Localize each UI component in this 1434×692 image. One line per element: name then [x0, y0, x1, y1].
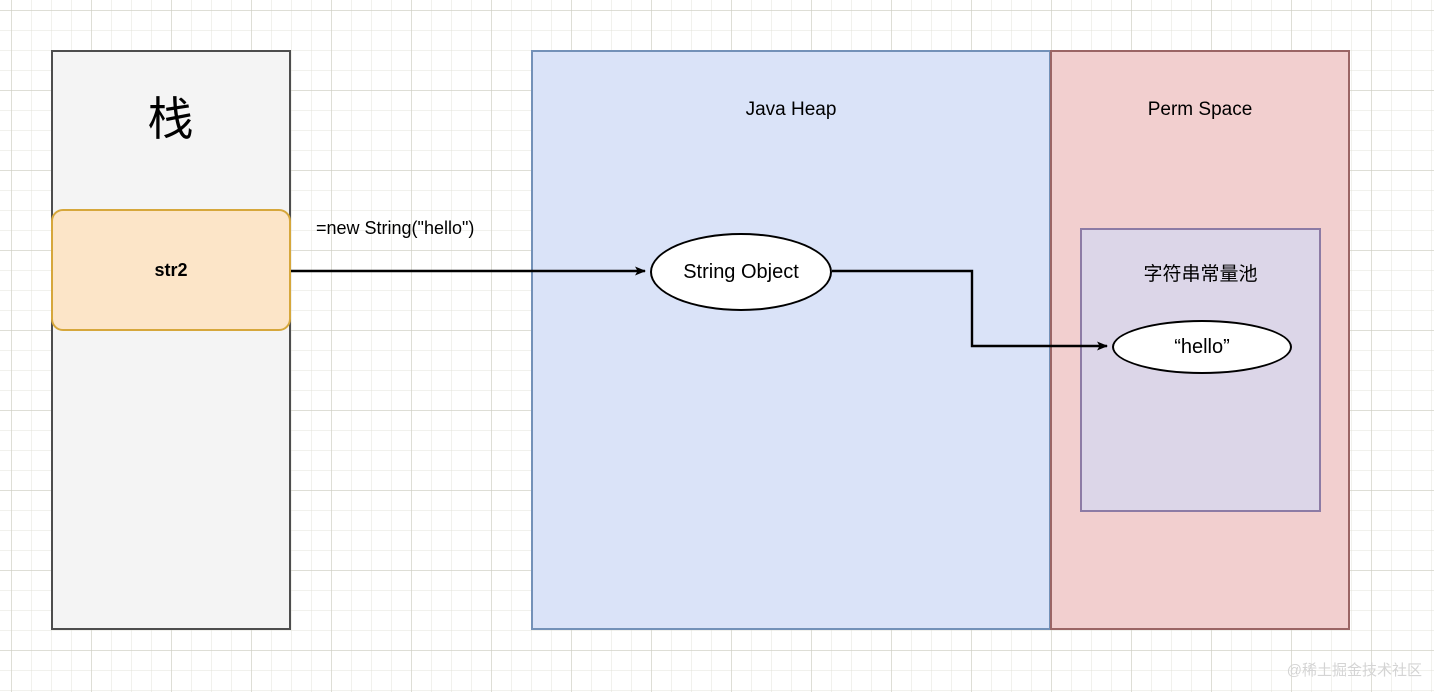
- perm-space-title: Perm Space: [1147, 99, 1253, 120]
- watermark: @稀土掘金技术社区: [1286, 662, 1422, 679]
- pool-hello-literal-label: “hello”: [1174, 335, 1230, 358]
- java-heap-title: Java Heap: [745, 99, 837, 120]
- edge-label-new-string: =new String("hello"): [316, 218, 475, 238]
- heap-string-object-label: String Object: [683, 260, 799, 283]
- string-constant-pool-title: 字符串常量池: [1143, 264, 1258, 285]
- stack-variable-label: str2: [154, 259, 188, 280]
- edge-string-object-to-hello: [832, 269, 1108, 351]
- stack-region: [51, 50, 291, 630]
- stack-region-title: 栈: [147, 93, 195, 145]
- pool-hello-literal-node[interactable]: “hello”: [1112, 320, 1292, 374]
- stack-variable-str2[interactable]: str2: [51, 209, 291, 331]
- java-heap-region: [531, 50, 1051, 630]
- heap-string-object-node[interactable]: String Object: [650, 233, 832, 311]
